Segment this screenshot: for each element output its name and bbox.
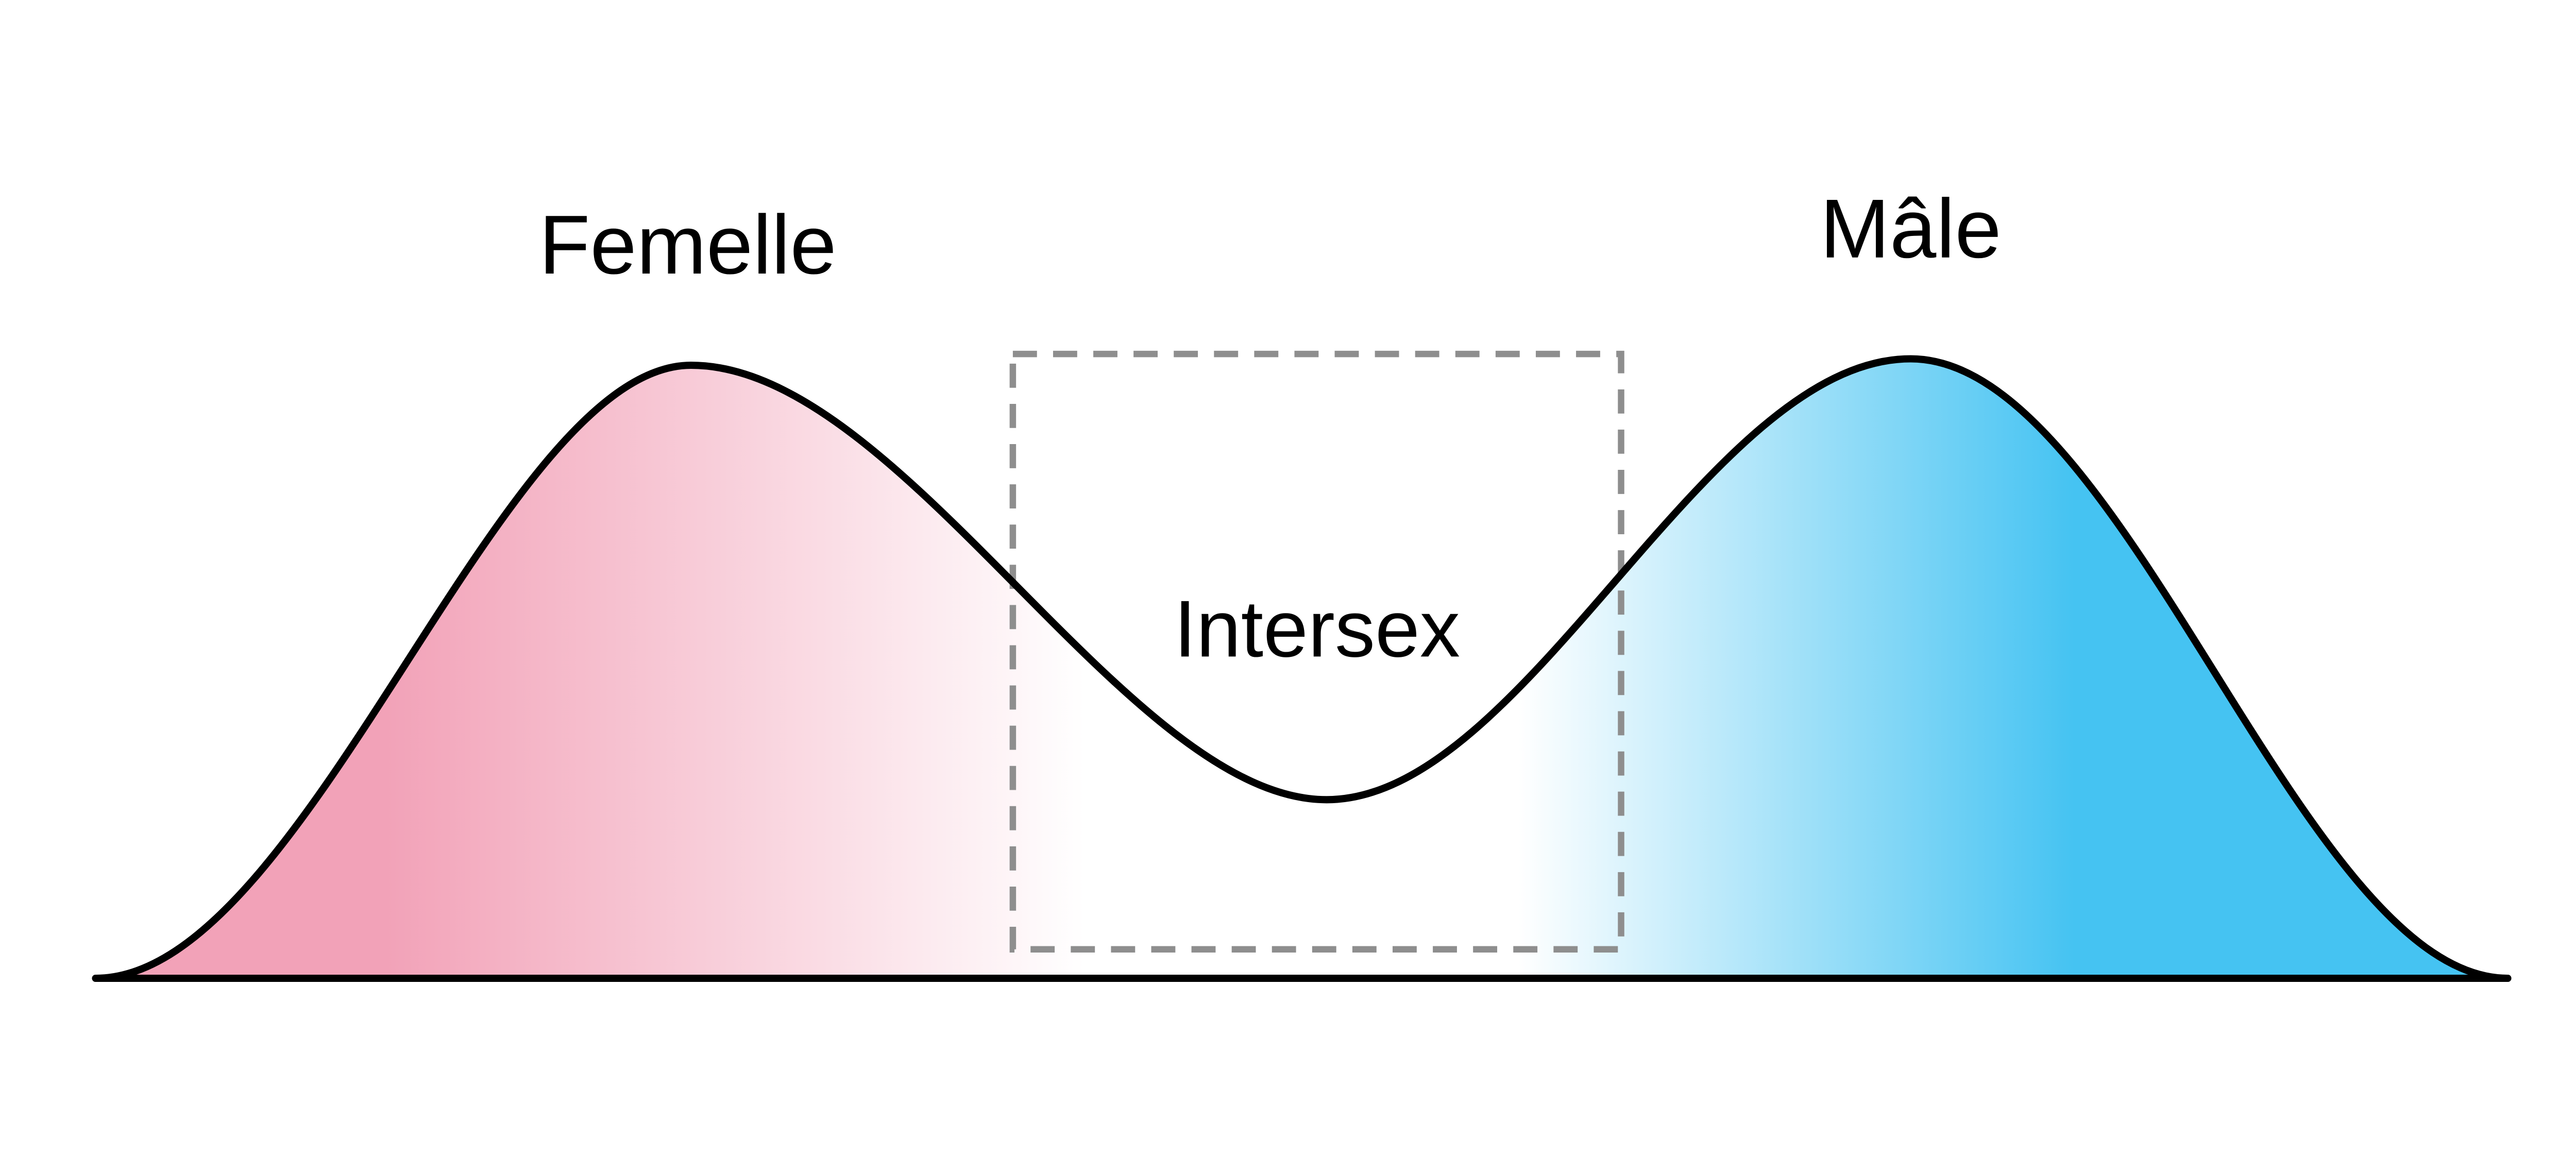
female-label: Femelle — [539, 198, 837, 292]
distribution-curve — [92, 355, 2512, 982]
intersex-label: Intersex — [1174, 584, 1460, 674]
bimodal-distribution-diagram: Femelle Mâle Intersex — [92, 182, 2512, 982]
male-label: Mâle — [1820, 182, 2002, 276]
distribution-curve-canvas: Femelle Mâle Intersex — [92, 182, 2512, 982]
intersex-dashed-box — [1009, 350, 1624, 953]
distribution-area — [95, 359, 2508, 978]
